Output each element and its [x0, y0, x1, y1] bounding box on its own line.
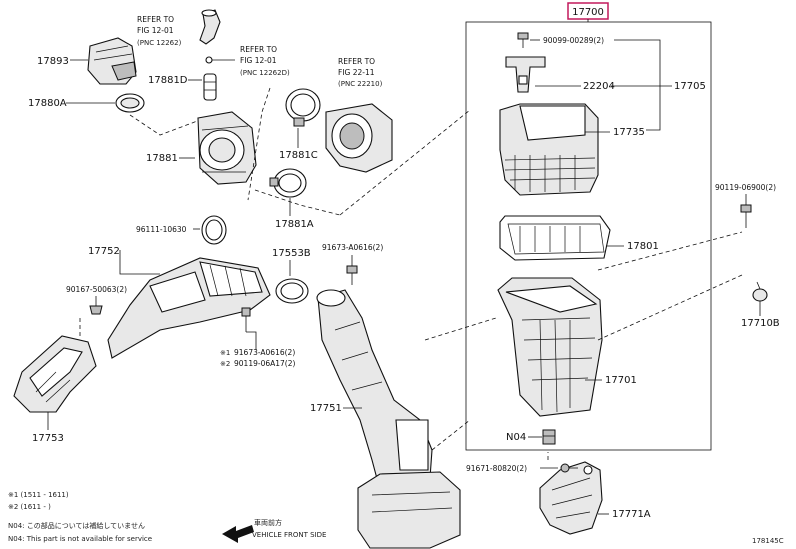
screw-90099[interactable] [517, 32, 529, 48]
callout-17881d[interactable]: 17881D [148, 75, 188, 86]
air-filter-element-17801[interactable] [499, 215, 611, 261]
callout-90119-06a17[interactable]: 90119-06A17(2) [234, 359, 295, 368]
callout-17771a[interactable]: 17771A [612, 509, 651, 520]
callout-91673-lower[interactable]: 91673-A0616(2) [234, 348, 295, 357]
hose-17881d[interactable] [203, 73, 217, 101]
clamp-96111-10630[interactable] [201, 215, 227, 245]
marker-star2: ※2 [220, 360, 230, 368]
clip-17710b[interactable] [752, 281, 768, 302]
small-fitting-ref[interactable] [205, 56, 235, 64]
clamp-17553b[interactable] [275, 278, 309, 304]
callout-17881[interactable]: 17881 [146, 153, 178, 164]
callout-17881a[interactable]: 17881A [275, 219, 314, 230]
clip-90167-50063[interactable] [89, 305, 103, 315]
callout-22204[interactable]: 22204 [583, 81, 615, 92]
bolt-91673-lower[interactable] [241, 307, 251, 332]
callout-17753[interactable]: 17753 [32, 433, 64, 444]
refer-note-1-line1: REFER TO [137, 15, 174, 24]
callout-17751[interactable]: 17751 [310, 403, 342, 414]
footnote-n04-jp: N04: この部品については補給していません [8, 521, 145, 530]
refer-note-2-line3: (PNC 12262D) [240, 69, 290, 77]
callout-90119-06900[interactable]: 90119-06900(2) [715, 183, 776, 192]
refer-note-1-line2: FIG 12-01 [137, 26, 174, 35]
inlet-duct-17752[interactable] [107, 257, 271, 359]
bolt-91671-80820[interactable] [560, 463, 578, 473]
air-cleaner-cap-17705[interactable] [499, 103, 599, 196]
callout-17881c[interactable]: 17881C [279, 150, 318, 161]
callout-n04[interactable]: N04 [506, 432, 526, 443]
hose-17893[interactable] [87, 37, 137, 85]
footnote-n04-en: N04: This part is not available for serv… [8, 535, 152, 543]
resonator-box-lower[interactable] [357, 471, 461, 549]
refer-note-1-line3: (PNC 12262) [137, 39, 182, 47]
callout-17705[interactable]: 17705 [674, 81, 706, 92]
resonator-17751[interactable] [316, 289, 433, 497]
refer-note-3-line1: REFER TO [338, 57, 375, 66]
callout-91671-80820[interactable]: 91671-80820(2) [466, 464, 527, 473]
hose-ref-fig12[interactable] [199, 9, 221, 45]
assembly-17700-box [465, 21, 712, 451]
callout-96111-10630[interactable]: 96111-10630 [136, 225, 187, 234]
callout-17801[interactable]: 17801 [627, 241, 659, 252]
callout-17553b[interactable]: 17553B [272, 248, 311, 259]
callout-17735[interactable]: 17735 [613, 127, 645, 138]
front-label-jp: 車両前方 [254, 518, 282, 527]
throttle-body-ref[interactable] [325, 103, 393, 173]
callout-17893[interactable]: 17893 [37, 56, 69, 67]
marker-star1: ※1 [220, 349, 230, 357]
hose-17881[interactable] [197, 111, 257, 185]
figure-code: 178145C [752, 537, 784, 545]
callout-17700[interactable]: 17700 [572, 7, 604, 18]
callout-17701[interactable]: 17701 [605, 375, 637, 386]
footnote-1: ※1 (1511 - 1611) [8, 491, 69, 499]
mass-airflow-sensor-22204[interactable] [505, 56, 546, 93]
air-cleaner-case-17701[interactable] [497, 277, 603, 417]
clamp-17881c[interactable] [285, 88, 321, 127]
callout-90167-50063[interactable]: 90167-50063(2) [66, 285, 127, 294]
duct-17753[interactable] [13, 335, 97, 413]
refer-note-3-line2: FIG 22-11 [338, 68, 375, 77]
bracket-17771a[interactable] [539, 461, 603, 535]
refer-note-2-line2: FIG 12-01 [240, 56, 277, 65]
vehicle-front-arrow-icon [222, 525, 254, 543]
footnote-2: ※2 (1611 - ) [8, 503, 51, 511]
callout-91673-upper[interactable]: 91673-A0616(2) [322, 243, 383, 252]
callout-17752[interactable]: 17752 [88, 246, 120, 257]
clamp-17881a[interactable] [269, 168, 307, 198]
callout-17880a[interactable]: 17880A [28, 98, 67, 109]
grommet-n04[interactable] [542, 429, 556, 445]
bolt-91673-upper[interactable] [346, 265, 358, 285]
refer-note-3-line3: (PNC 22210) [338, 80, 383, 88]
callout-17710b[interactable]: 17710B [741, 318, 780, 329]
refer-note-2-line1: REFER TO [240, 45, 277, 54]
clamp-17880a[interactable] [115, 93, 145, 113]
front-label-en: VEHICLE FRONT SIDE [252, 531, 326, 539]
bolt-90119-06900[interactable] [740, 204, 752, 228]
callout-90099-00289[interactable]: 90099-00289(2) [543, 36, 604, 45]
